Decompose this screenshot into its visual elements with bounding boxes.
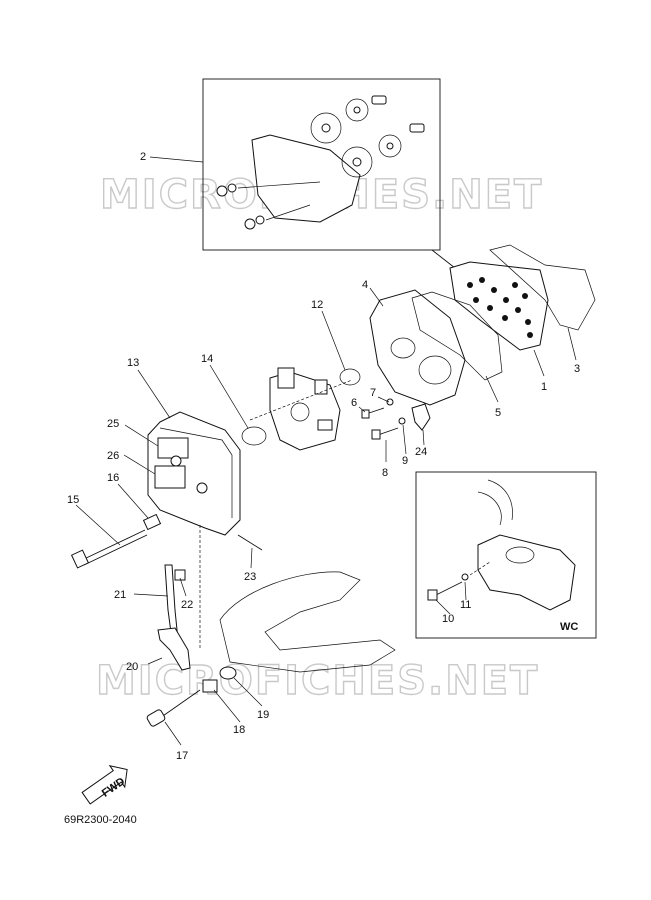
clip-22 xyxy=(174,569,186,581)
callout-15: 15 xyxy=(67,494,79,506)
screw-6 xyxy=(361,407,385,419)
callout-25: 25 xyxy=(107,418,119,430)
label-26 xyxy=(154,465,186,489)
callout-6: 6 xyxy=(351,397,357,409)
wc-inset-box xyxy=(415,471,597,639)
bracket-24 xyxy=(411,403,431,431)
screw-8 xyxy=(371,427,399,440)
callout-12: 12 xyxy=(311,299,323,311)
gasket-5 xyxy=(411,291,503,381)
fwd-arrow-icon xyxy=(81,764,128,805)
pump-body-4 xyxy=(369,289,466,406)
callout-18: 18 xyxy=(233,724,245,736)
leader-lines xyxy=(75,156,577,746)
callout-26: 26 xyxy=(107,450,119,462)
pump-cover-1 xyxy=(449,261,549,351)
bolt-15 xyxy=(70,529,148,569)
callout-23: 23 xyxy=(244,571,256,583)
carburetor xyxy=(269,367,341,451)
callout-8: 8 xyxy=(382,467,388,479)
callout-9: 9 xyxy=(402,455,408,467)
callout-13: 13 xyxy=(127,357,139,369)
label-25 xyxy=(157,437,189,459)
washer-9 xyxy=(398,417,406,425)
wc-label: WC xyxy=(560,621,578,633)
callout-14: 14 xyxy=(201,353,213,365)
pin-23 xyxy=(237,534,263,551)
watermark-bottom: MICROFICHES.NET xyxy=(96,658,539,704)
callout-19: 19 xyxy=(257,709,269,721)
callout-24: 24 xyxy=(415,446,427,458)
knob-17 xyxy=(146,689,201,727)
callout-3: 3 xyxy=(574,363,580,375)
joint-18 xyxy=(202,679,218,693)
callout-16: 16 xyxy=(107,472,119,484)
drawing-number: 69R2300-2040 xyxy=(64,814,137,826)
callout-21: 21 xyxy=(114,589,126,601)
washer-7 xyxy=(386,398,394,406)
hull-outline xyxy=(219,571,396,673)
gasket-3 xyxy=(489,244,596,331)
callout-22: 22 xyxy=(181,599,193,611)
collar-16 xyxy=(142,513,162,531)
callout-11: 11 xyxy=(460,599,471,611)
valve-inset-box xyxy=(202,78,456,269)
callout-7: 7 xyxy=(370,387,376,399)
washer-19 xyxy=(219,666,237,680)
callout-17: 17 xyxy=(176,750,188,762)
silencer-13 xyxy=(147,411,241,536)
o-ring-14 xyxy=(241,426,267,446)
callout-10: 10 xyxy=(442,613,454,625)
callouts: 1 2 3 4 5 6 7 8 9 10 11 12 13 14 15 16 1… xyxy=(67,151,580,762)
callout-20: 20 xyxy=(126,661,138,673)
o-ring-12 xyxy=(339,368,361,386)
callout-5: 5 xyxy=(495,407,501,419)
lever-20 xyxy=(157,627,191,671)
callout-2: 2 xyxy=(140,151,146,163)
callout-1: 1 xyxy=(541,381,547,393)
callout-4: 4 xyxy=(362,279,368,291)
